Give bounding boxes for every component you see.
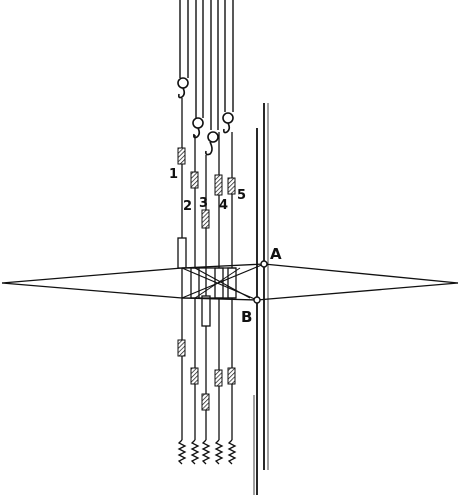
point-b-label: B [241,308,252,326]
cord-label-1: 1 [169,167,178,182]
hatched-block-icon [190,367,199,385]
hook-icon [192,117,204,139]
ring-icon [253,296,261,304]
point-a-label: A [270,245,282,263]
heddle-eyes [177,237,237,327]
warp-shed [1,263,459,301]
spiral-weight-icon [214,439,224,465]
hatched-block-icon [227,367,236,385]
hatched-block-icon [201,209,210,229]
cord-label-2: 2 [183,199,192,214]
cord-label-3: 3 [199,196,208,211]
hatched-block-icon [190,171,199,189]
reed-bars [253,103,269,495]
hatched-block-icon [214,369,223,387]
hatched-block-icon [201,393,210,411]
hook-icon [205,131,219,156]
hatched-block-icon [227,177,236,195]
top-cords [179,0,234,130]
harness-cords [181,98,233,440]
hatched-blocks [177,147,236,411]
cord-label-5: 5 [237,188,246,203]
spiral-weight-icon [227,439,237,465]
hook-icon [222,112,234,134]
hook-icon [177,77,189,99]
cord-label-4: 4 [219,198,228,213]
spiral-weights [177,439,237,465]
spiral-weight-icon [177,439,187,465]
hooks [177,77,234,156]
spiral-weight-icon [201,439,211,465]
hatched-block-icon [177,339,186,357]
hatched-block-icon [214,174,223,196]
hatched-block-icon [177,147,186,165]
ring-icon [260,260,268,268]
spiral-weight-icon [190,439,200,465]
